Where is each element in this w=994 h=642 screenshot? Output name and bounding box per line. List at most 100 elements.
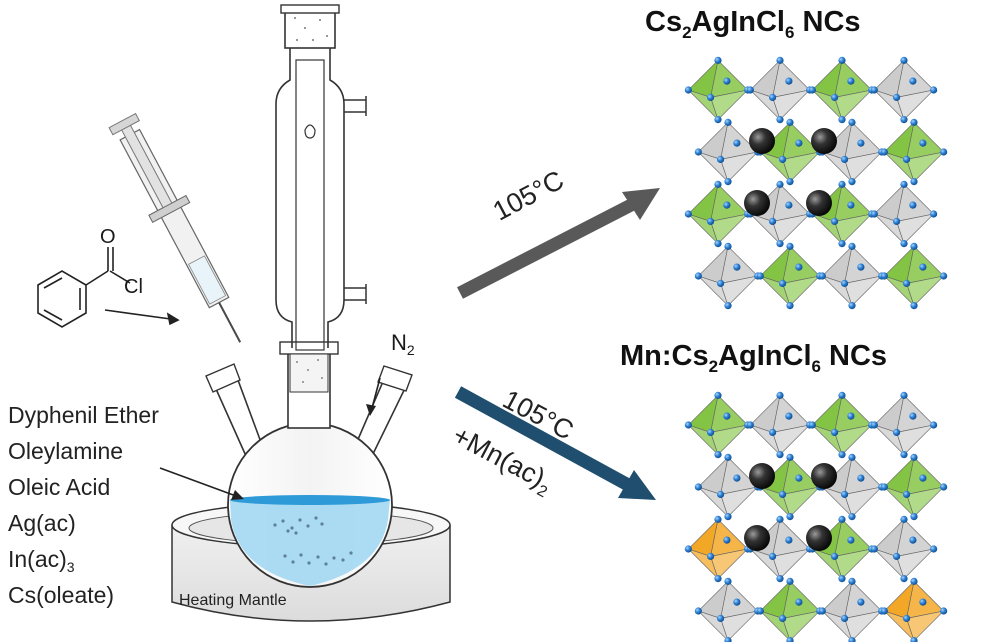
crystal-structure-bottom xyxy=(684,391,948,642)
chloride-atom xyxy=(684,421,692,429)
ag-octahedron xyxy=(880,453,948,521)
chloride-atom xyxy=(930,545,938,553)
chloride-atom xyxy=(910,178,918,186)
chloride-atom xyxy=(847,201,855,209)
chloride-atom xyxy=(840,155,849,164)
in-octahedron xyxy=(870,56,938,124)
chloride-atom xyxy=(724,178,732,186)
chloride-atom xyxy=(870,86,878,94)
chloride-atom xyxy=(838,240,846,248)
chloride-atom xyxy=(724,242,732,250)
chloride-atom xyxy=(919,263,927,271)
chloride-atom xyxy=(714,391,722,399)
chloride-atom xyxy=(714,56,722,64)
chloride-atom xyxy=(830,552,839,561)
chloride-atom xyxy=(724,302,732,310)
chloride-atom xyxy=(838,391,846,399)
chloride-atom xyxy=(786,513,794,521)
chloride-atom xyxy=(795,474,803,482)
chloride-atom xyxy=(778,490,787,499)
chloride-atom xyxy=(785,201,793,209)
chloride-atom xyxy=(786,242,794,250)
reagent-silver-acetate: Ag(ac) xyxy=(8,510,76,536)
benzoyl-chloride-structure xyxy=(37,247,180,328)
chloride-atom xyxy=(838,180,846,188)
chloride-atom xyxy=(848,453,856,461)
ag-octahedron xyxy=(756,577,824,642)
chloride-atom xyxy=(776,180,784,188)
chloride-atom xyxy=(840,490,849,499)
chloride-atom xyxy=(795,263,803,271)
chloride-atom xyxy=(940,272,948,280)
chloride-atom xyxy=(684,210,692,218)
chloride-atom xyxy=(818,607,826,615)
chloride-atom xyxy=(785,412,793,420)
in-octahedron xyxy=(746,180,814,248)
arrow-bottom xyxy=(454,386,656,500)
chloride-atom xyxy=(857,139,865,147)
n2-label: N2 xyxy=(391,330,415,358)
chloride-atom xyxy=(746,86,754,94)
chloride-atom xyxy=(714,116,722,124)
cesium-atom xyxy=(811,463,837,489)
chloride-atom xyxy=(930,421,938,429)
chloride-atom xyxy=(723,412,731,420)
ag-octahedron xyxy=(684,180,752,248)
chloride-atom xyxy=(785,77,793,85)
in-octahedron xyxy=(818,577,886,642)
chloride-atom xyxy=(724,118,732,126)
ag-octahedron xyxy=(880,242,948,310)
chloride-atom xyxy=(909,77,917,85)
chloride-atom xyxy=(778,155,787,164)
chloride-atom xyxy=(776,116,784,124)
cesium-atom xyxy=(749,463,775,489)
chloride-atom xyxy=(838,451,846,459)
chloride-atom xyxy=(786,178,794,186)
chloride-atom xyxy=(847,536,855,544)
product-title-bottom: Mn:Cs2AgInCl6 NCs xyxy=(620,340,888,376)
chloride-atom xyxy=(776,515,784,523)
chloride-atom xyxy=(930,210,938,218)
chloride-atom xyxy=(733,598,741,606)
chloride-atom xyxy=(786,302,794,310)
chloride-atom xyxy=(848,242,856,250)
chloride-atom xyxy=(776,575,784,583)
in-octahedron xyxy=(694,577,762,642)
chloride-atom xyxy=(694,148,702,156)
chloride-atom xyxy=(768,217,777,226)
chloride-atom xyxy=(723,77,731,85)
chlorine-label: Cl xyxy=(124,276,143,298)
chloride-atom xyxy=(910,118,918,126)
cesium-atom xyxy=(806,190,832,216)
in-octahedron xyxy=(870,391,938,459)
chloride-atom xyxy=(919,598,927,606)
chloride-atom xyxy=(940,483,948,491)
product-title-top: Cs2AgInCl6 NCs xyxy=(645,6,861,42)
cesium-atom xyxy=(744,525,770,551)
ag-octahedron xyxy=(808,180,876,248)
chloride-atom xyxy=(756,272,764,280)
chloride-atom xyxy=(909,536,917,544)
chloride-atom xyxy=(880,607,888,615)
carbonyl-oxygen-label: O xyxy=(100,226,116,248)
chloride-atom xyxy=(857,474,865,482)
crystal-structure-top xyxy=(684,56,948,310)
chloride-atom xyxy=(909,201,917,209)
chloride-atom xyxy=(902,279,911,288)
chloride-atom xyxy=(930,86,938,94)
mn-octahedron xyxy=(684,515,752,583)
chloride-atom xyxy=(919,139,927,147)
chloride-atom xyxy=(900,240,908,248)
cesium-atom xyxy=(806,525,832,551)
chloride-atom xyxy=(786,637,794,642)
arrow-top xyxy=(457,188,660,299)
chloride-atom xyxy=(838,56,846,64)
chloride-atom xyxy=(684,86,692,94)
cesium-atom xyxy=(749,128,775,154)
chloride-atom xyxy=(848,577,856,585)
chloride-atom xyxy=(900,391,908,399)
chloride-atom xyxy=(870,421,878,429)
chloride-atom xyxy=(785,536,793,544)
chloride-atom xyxy=(847,77,855,85)
in-octahedron xyxy=(870,180,938,248)
